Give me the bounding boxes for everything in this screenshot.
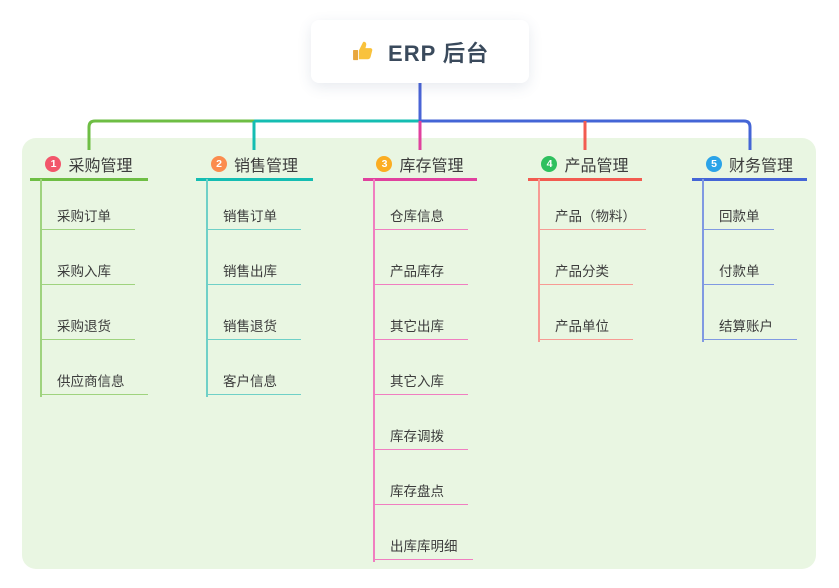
child-node[interactable]: 库存盘点 [373, 475, 468, 505]
child-label: 销售订单 [223, 208, 277, 224]
branch-badge-4: 4 [541, 156, 558, 172]
branch-child-rail [40, 179, 42, 397]
child-label: 采购退货 [57, 318, 111, 334]
child-node[interactable]: 采购退货 [40, 310, 135, 340]
child-node[interactable]: 其它出库 [373, 310, 468, 340]
branch-label: 产品管理 [564, 158, 629, 175]
child-node[interactable]: 采购订单 [40, 200, 135, 230]
branch-header-finance[interactable]: 5 财务管理 [692, 150, 807, 181]
child-label: 库存调拨 [390, 428, 444, 444]
branch-badge-5: 5 [705, 156, 722, 172]
child-node[interactable]: 结算账户 [702, 310, 797, 340]
child-label: 客户信息 [223, 373, 277, 389]
branch-badge-2: 2 [210, 156, 227, 172]
child-label: 销售出库 [223, 263, 277, 279]
root-title: ERP 后台 [388, 40, 489, 66]
branch-label: 采购管理 [68, 158, 133, 175]
child-label: 产品分类 [555, 263, 609, 279]
child-node[interactable]: 产品（物料） [538, 200, 646, 230]
branch-child-rail [702, 179, 704, 342]
mindmap-panel [22, 138, 816, 569]
thumbs-up-icon [351, 39, 377, 65]
child-label: 付款单 [719, 263, 760, 279]
branch-header-sales[interactable]: 2 销售管理 [196, 150, 313, 181]
child-node[interactable]: 产品分类 [538, 255, 633, 285]
branch-child-rail [373, 179, 375, 562]
branch-header-inventory[interactable]: 3 库存管理 [363, 150, 477, 181]
child-label: 采购入库 [57, 263, 111, 279]
child-label: 其它出库 [390, 318, 444, 334]
child-label: 销售退货 [223, 318, 277, 334]
branch-header-purchase[interactable]: 1 采购管理 [30, 150, 148, 181]
child-label: 回款单 [719, 208, 760, 224]
branch-child-rail [206, 179, 208, 397]
child-node[interactable]: 采购入库 [40, 255, 135, 285]
branch-header-product[interactable]: 4 产品管理 [528, 150, 642, 181]
root-node[interactable]: ERP 后台 [311, 20, 529, 83]
child-label: 仓库信息 [390, 208, 444, 224]
child-node[interactable]: 仓库信息 [373, 200, 468, 230]
child-node[interactable]: 产品库存 [373, 255, 468, 285]
branch-label: 销售管理 [233, 158, 298, 175]
child-label: 供应商信息 [57, 373, 125, 389]
branch-badge-3: 3 [376, 156, 393, 172]
branch-badge-1: 1 [45, 156, 62, 172]
child-node[interactable]: 回款单 [702, 200, 774, 230]
child-node[interactable]: 库存调拨 [373, 420, 468, 450]
child-node[interactable]: 其它入库 [373, 365, 468, 395]
branch-label: 财务管理 [728, 158, 793, 175]
child-label: 采购订单 [57, 208, 111, 224]
branch-child-rail [538, 179, 540, 342]
child-node[interactable]: 销售订单 [206, 200, 301, 230]
child-label: 出库库明细 [390, 538, 458, 554]
child-node[interactable]: 出库库明细 [373, 530, 473, 560]
child-node[interactable]: 客户信息 [206, 365, 301, 395]
child-node[interactable]: 付款单 [702, 255, 774, 285]
child-node[interactable]: 供应商信息 [40, 365, 148, 395]
child-label: 产品单位 [555, 318, 609, 334]
child-node[interactable]: 产品单位 [538, 310, 633, 340]
child-label: 结算账户 [719, 318, 773, 334]
child-label: 产品库存 [390, 263, 444, 279]
child-label: 产品（物料） [555, 208, 636, 224]
branch-label: 库存管理 [399, 158, 464, 175]
child-label: 其它入库 [390, 373, 444, 389]
child-label: 库存盘点 [390, 483, 444, 499]
child-node[interactable]: 销售退货 [206, 310, 301, 340]
child-node[interactable]: 销售出库 [206, 255, 301, 285]
